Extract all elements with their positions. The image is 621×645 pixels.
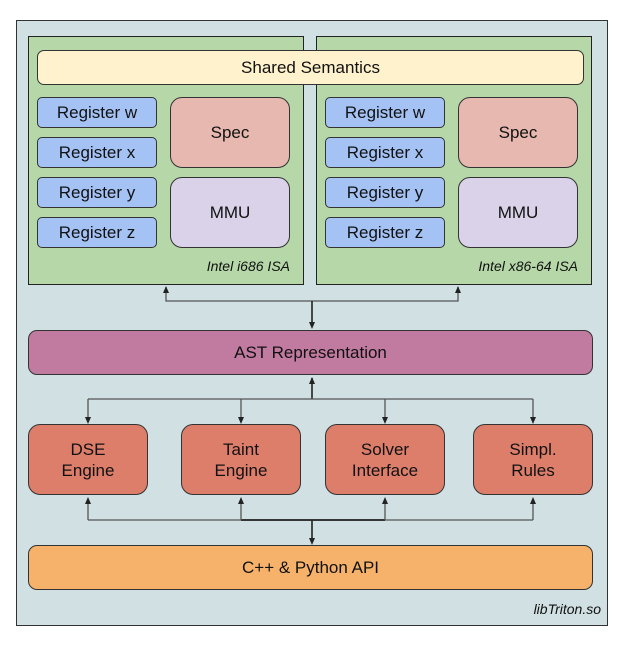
arrowhead-ast-top [309,322,315,329]
register-w-i686: Register w [37,97,157,128]
spec-box-x86-64: Spec [458,97,578,168]
libtriton-label: libTriton.so [533,601,601,617]
spec-label: Spec [498,123,538,142]
isa-label-x86-64: Intel x86-64 ISA [478,258,578,274]
wire-ast-to-i686 [165,287,312,302]
register-z-x86-64: Register z [325,217,445,248]
wire-ast-to-x86-64 [312,287,459,302]
shared-semantics-box: Shared Semantics [37,50,584,85]
simpl-rules-box: Simpl.Rules [473,424,593,495]
register-label: Register z [346,223,424,242]
mmu-label: MMU [497,203,539,222]
register-x-i686: Register x [37,137,157,168]
mmu-label: MMU [209,203,251,222]
register-label: Register w [344,103,426,122]
arrowhead-solver-top [382,417,388,424]
arrowhead-taint-bottom [238,497,244,504]
engine-label-line1: Solver [360,439,410,459]
mmu-box-i686: MMU [170,177,290,248]
arrowhead-simpl-top [530,417,536,424]
register-label: Register z [58,223,136,242]
shared-semantics-label: Shared Semantics [241,58,380,77]
register-w-x86-64: Register w [325,97,445,128]
cpp-python-api-box: C++ & Python API [28,545,593,590]
arrowhead-simpl-bottom [530,497,536,504]
register-label: Register w [56,103,138,122]
engine-label-line2: Engine [214,460,268,480]
arrowhead-x86-64 [455,286,461,293]
isa-label-i686: Intel i686 ISA [206,258,290,274]
spec-box-i686: Spec [170,97,290,168]
register-x-x86-64: Register x [325,137,445,168]
arrowhead-i686 [163,286,169,293]
arrowhead-dse-bottom [85,497,91,504]
register-label: Register y [346,183,424,202]
mmu-box-x86-64: MMU [458,177,578,248]
register-y-i686: Register y [37,177,157,208]
arrowhead-ast-bottom [309,377,315,384]
arrowhead-solver-bottom [382,497,388,504]
engine-label-line2: Interface [351,460,419,480]
ast-representation-box: AST Representation [28,330,593,375]
register-label: Register x [346,143,424,162]
api-label: C++ & Python API [241,558,380,577]
arrowhead-api-top [309,538,315,545]
register-z-i686: Register z [37,217,157,248]
engine-label-line2: Engine [61,460,115,480]
ast-label: AST Representation [234,343,387,362]
engine-label-line1: DSE [70,439,106,459]
register-y-x86-64: Register y [325,177,445,208]
register-label: Register x [58,143,136,162]
arrowhead-dse-top [85,417,91,424]
arrowhead-taint-top [238,417,244,424]
register-label: Register y [58,183,136,202]
engine-label-line2: Rules [511,460,555,480]
engine-label-line1: Taint [223,439,259,459]
engine-label-line1: Simpl. [509,439,557,459]
spec-label: Spec [210,123,250,142]
